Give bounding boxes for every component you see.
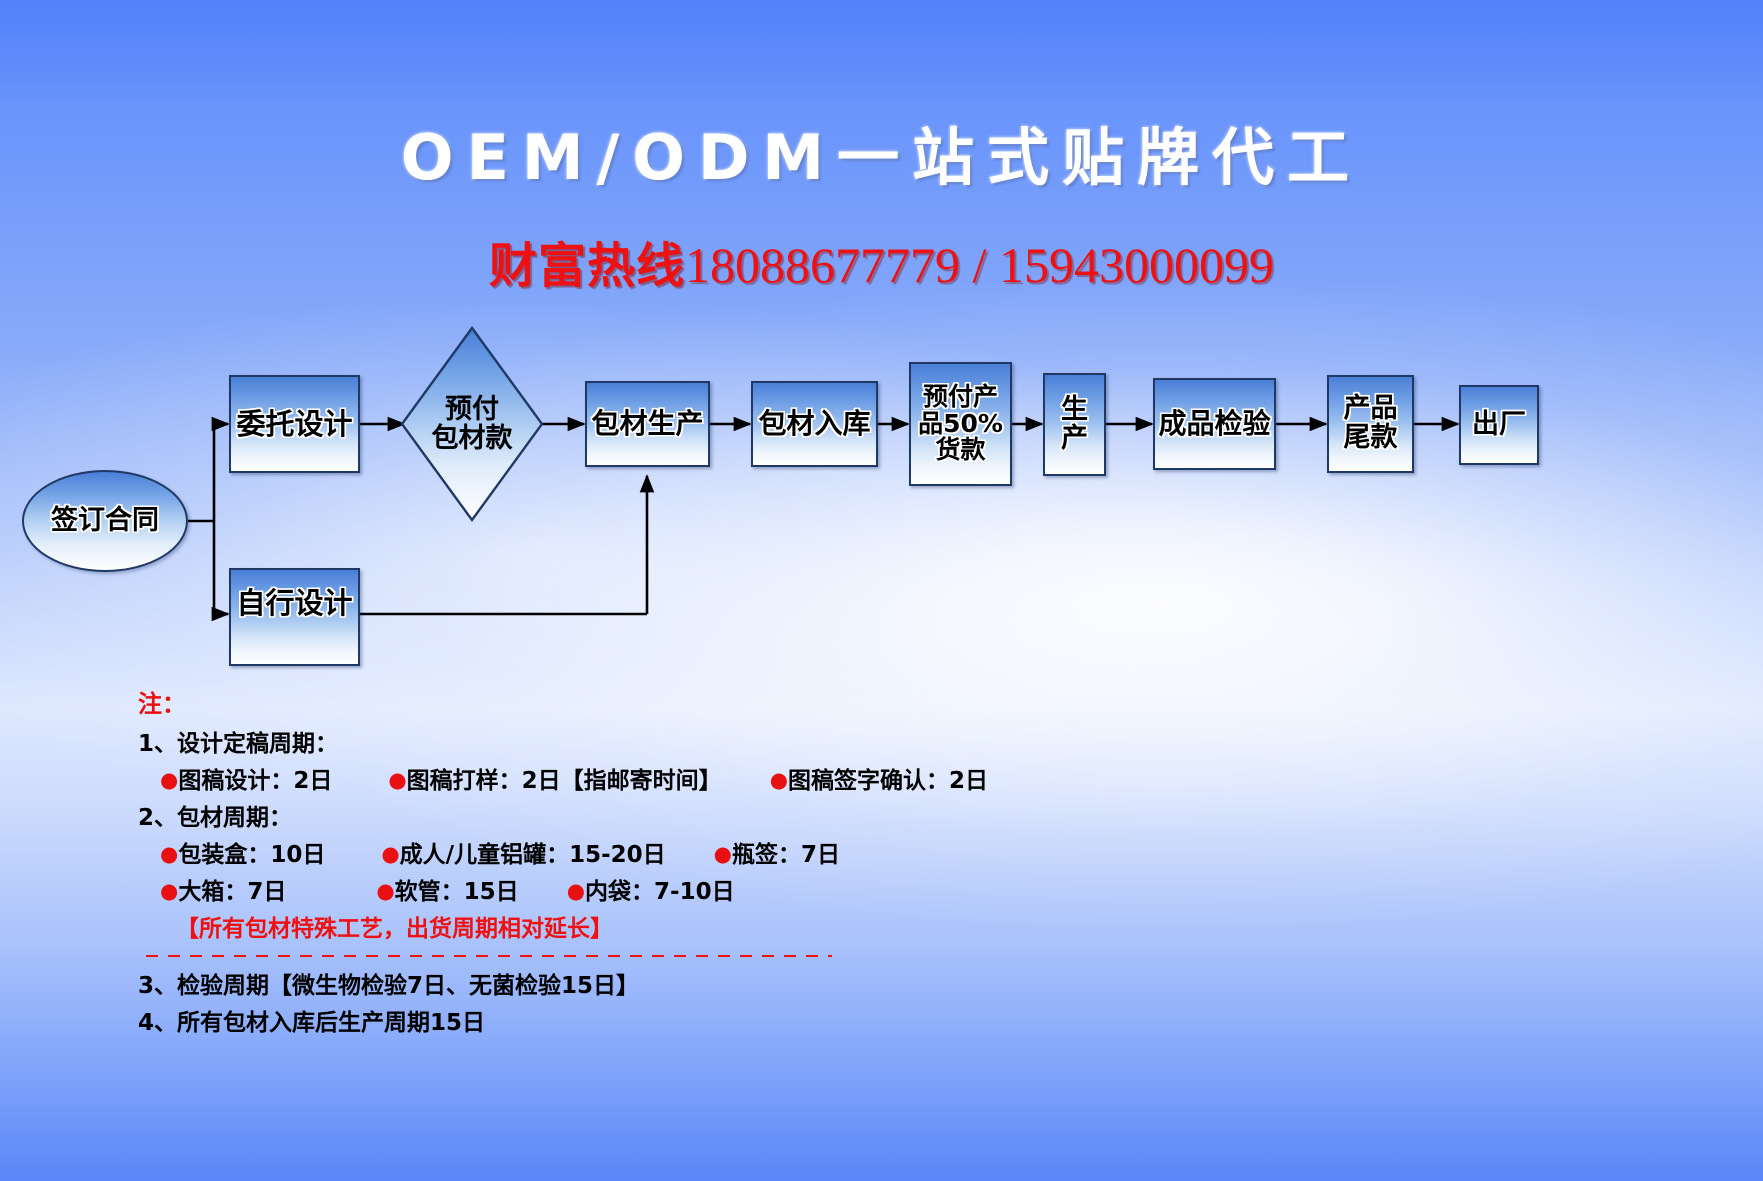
node-shipment[interactable]: 出厂 <box>1459 385 1539 465</box>
note-item1-title: 1、设计定稿周期： <box>138 731 339 757</box>
note-item2-a: 包装盒：10日 <box>178 842 326 868</box>
node-contract[interactable]: 签订合同 <box>22 470 188 572</box>
node-final-payment-line2: 尾款 <box>1343 422 1398 453</box>
bullet-icon: ● <box>713 842 732 866</box>
bullet-icon: ● <box>769 768 789 792</box>
node-packaging-warehouse[interactable]: 包材入库 <box>751 381 878 467</box>
note-item2-e: 软管：15日 <box>394 879 519 905</box>
node-prepay-50-line3: 货款 <box>935 435 986 465</box>
bullet-icon: ● <box>160 842 179 866</box>
note-item3: 3、检验周期【微生物检验7日、无菌检验15日】 <box>138 973 640 999</box>
node-prepay-50-line2: 品50% <box>918 408 1003 438</box>
node-prepay-packaging-label: 预付 包材款 <box>402 328 542 520</box>
node-packaging-production[interactable]: 包材生产 <box>585 381 710 467</box>
bullet-icon: ● <box>160 879 179 903</box>
note-item2-f: 内袋：7-10日 <box>585 879 735 905</box>
node-shipment-label: 出厂 <box>1472 408 1526 440</box>
node-final-payment-line1: 产品 <box>1343 393 1398 425</box>
note-item2-bullets-row2: ●大箱：7日●软管：15日●内袋：7-10日 <box>138 881 1238 904</box>
note-item2-bullets-row1: ●包装盒：10日●成人/儿童铝罐：15-20日●瓶签：7日 <box>138 844 1238 867</box>
bullet-icon: ● <box>566 879 586 903</box>
node-prepay-50-line1: 预付产 <box>922 382 998 412</box>
node-finished-inspection-label: 成品检验 <box>1158 407 1271 441</box>
node-contract-label: 签订合同 <box>51 504 159 536</box>
note-item4: 4、所有包材入库后生产周期15日 <box>138 1010 486 1036</box>
node-self-design[interactable]: 自行设计 <box>229 568 360 666</box>
note-item2-special: 【所有包材特殊工艺，出货周期相对延长】 <box>176 916 613 942</box>
node-production-line1: 生 <box>1061 393 1088 425</box>
node-prepay-packaging[interactable]: 预付 包材款 <box>402 328 542 520</box>
note-item1-c: 图稿签字确认：2日 <box>788 768 989 794</box>
bullet-icon: ● <box>376 879 395 903</box>
node-production-line2: 产 <box>1061 422 1088 454</box>
node-final-payment[interactable]: 产品 尾款 <box>1327 375 1414 473</box>
node-prepay-50[interactable]: 预付产 品50% 货款 <box>909 362 1012 486</box>
bullet-icon: ● <box>388 768 407 792</box>
note-item2-b: 成人/儿童铝罐：15-20日 <box>399 842 666 868</box>
hotline: 财富热线18088677779 / 15943000099 <box>0 238 1763 293</box>
node-production[interactable]: 生 产 <box>1043 373 1106 476</box>
note-item2-title: 2、包材周期： <box>138 805 293 831</box>
page-title: OEM/ODM一站式贴牌代工 <box>400 121 1363 194</box>
hotline-numbers: 18088677779 / 15943000099 <box>685 237 1274 293</box>
note-item2-c: 瓶签：7日 <box>731 842 840 868</box>
hotline-label: 财富热线 <box>489 238 686 294</box>
node-entrust-design-label: 委托设计 <box>236 406 353 441</box>
bullet-icon: ● <box>160 768 179 792</box>
notes-divider <box>146 955 832 957</box>
node-packaging-production-label: 包材生产 <box>591 407 704 441</box>
node-self-design-label: 自行设计 <box>236 586 353 620</box>
bullet-icon: ● <box>381 842 400 866</box>
node-prepay-packaging-line1: 预付 <box>445 393 499 425</box>
note-item2-d: 大箱：7日 <box>178 879 287 905</box>
note-item1-a: 图稿设计：2日 <box>178 768 333 794</box>
node-finished-inspection[interactable]: 成品检验 <box>1153 378 1276 470</box>
node-entrust-design[interactable]: 委托设计 <box>229 375 360 473</box>
notes-section: 注： 1、设计定稿周期： ●图稿设计：2日●图稿打样：2日【指邮寄时间】●图稿签… <box>138 684 1238 1049</box>
note-item1-b: 图稿打样：2日【指邮寄时间】 <box>406 768 722 794</box>
notes-heading: 注： <box>138 690 186 718</box>
node-prepay-packaging-line2: 包材款 <box>431 423 513 454</box>
node-packaging-warehouse-label: 包材入库 <box>758 407 871 441</box>
note-item1-bullets: ●图稿设计：2日●图稿打样：2日【指邮寄时间】●图稿签字确认：2日 <box>138 770 1238 793</box>
